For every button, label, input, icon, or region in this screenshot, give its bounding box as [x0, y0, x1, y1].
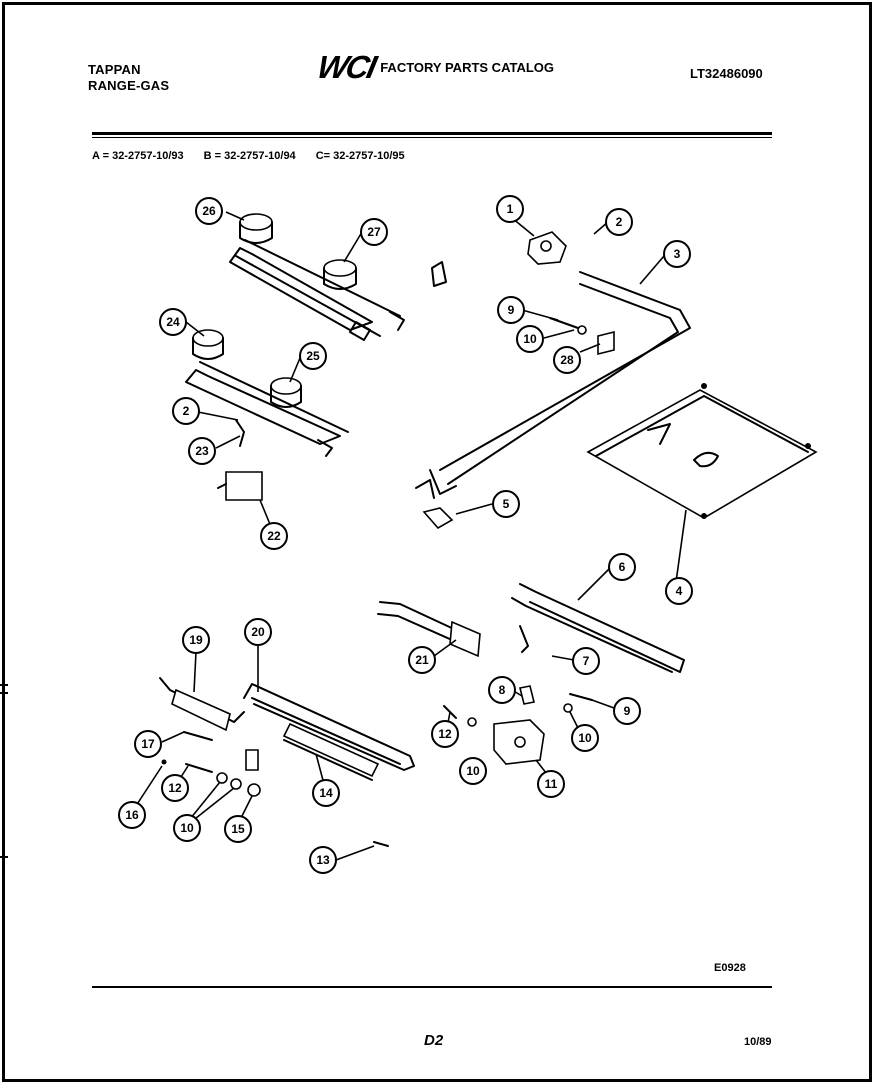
model-number: LT32486090: [690, 66, 763, 81]
callout-22: 22: [260, 522, 288, 550]
callout-14: 14: [312, 779, 340, 807]
svg-text:14: 14: [319, 786, 333, 800]
svg-text:17: 17: [141, 737, 155, 751]
version-codes: A = 32-2757-10/93 B = 32-2757-10/94 C= 3…: [92, 150, 405, 162]
brand-block: TAPPAN RANGE-GAS: [88, 62, 169, 94]
header-rule-thin: [92, 137, 772, 138]
header-rule: [92, 132, 772, 135]
svg-text:12: 12: [168, 781, 182, 795]
product-name: RANGE-GAS: [88, 78, 170, 93]
svg-text:5: 5: [503, 497, 510, 511]
callout-5: 5: [492, 490, 520, 518]
small-clip: [431, 261, 447, 287]
callout-10a: 10: [516, 325, 544, 353]
callout-12a: 12: [431, 720, 459, 748]
svg-text:8: 8: [499, 683, 506, 697]
footer-rule: [92, 986, 772, 988]
svg-text:7: 7: [583, 654, 590, 668]
svg-text:10: 10: [523, 332, 537, 346]
catalog-title: FACTORY PARTS CATALOG: [380, 59, 555, 75]
code-a: A = 32-2757-10/93: [92, 150, 184, 162]
svg-text:10: 10: [180, 821, 194, 835]
margin-mark: [0, 684, 8, 686]
callout-25: 25: [299, 342, 327, 370]
svg-text:24: 24: [166, 315, 180, 329]
svg-text:19: 19: [189, 633, 203, 647]
svg-text:1: 1: [507, 202, 514, 216]
svg-text:4: 4: [676, 584, 683, 598]
svg-text:22: 22: [267, 529, 281, 543]
broil-burner-assembly: [159, 677, 415, 781]
callout-8: 8: [488, 676, 516, 704]
margin-mark: [0, 856, 8, 858]
svg-text:23: 23: [195, 444, 209, 458]
callout-20: 20: [244, 618, 272, 646]
callout-23: 23: [188, 437, 216, 465]
code-c: C= 32-2757-10/95: [315, 150, 405, 162]
callout-3: 3: [663, 240, 691, 268]
manifold-assembly: [415, 231, 691, 499]
svg-text:28: 28: [560, 353, 574, 367]
svg-text:27: 27: [367, 225, 381, 239]
callout-19: 19: [182, 626, 210, 654]
svg-text:11: 11: [545, 777, 558, 791]
figure-code: E0928: [714, 962, 746, 974]
callout-2a: 2: [605, 208, 633, 236]
rear-burner-assembly: [229, 213, 405, 341]
burner-box: [586, 383, 818, 519]
leader-lines: [131, 211, 687, 861]
callout-2b: 2: [172, 397, 200, 425]
callout-1: 1: [496, 195, 524, 223]
svg-text:25: 25: [306, 349, 320, 363]
svg-text:10: 10: [466, 764, 480, 778]
callout-9b: 9: [613, 697, 641, 725]
svg-text:9: 9: [624, 704, 631, 718]
callout-10d: 10: [173, 814, 201, 842]
callout-17: 17: [134, 730, 162, 758]
callout-10b: 10: [571, 724, 599, 752]
svg-text:2: 2: [183, 404, 190, 418]
callout-24: 24: [159, 308, 187, 336]
catalog-date: 10/89: [744, 1036, 772, 1048]
hardware-lower-left: [161, 759, 261, 797]
margin-mark: [0, 692, 8, 694]
code-b: B = 32-2757-10/94: [203, 150, 296, 162]
svg-text:15: 15: [231, 822, 245, 836]
svg-text:2: 2: [616, 215, 623, 229]
callout-4: 4: [665, 577, 693, 605]
svg-text:10: 10: [578, 731, 592, 745]
callout-15: 15: [224, 815, 252, 843]
brand-name: TAPPAN: [88, 62, 141, 77]
callout-26: 26: [195, 197, 223, 225]
callout-16: 16: [118, 801, 146, 829]
svg-text:3: 3: [674, 247, 681, 261]
svg-text:13: 13: [316, 853, 330, 867]
callout-10c: 10: [459, 757, 487, 785]
callout-6: 6: [608, 553, 636, 581]
svg-text:9: 9: [508, 303, 515, 317]
svg-text:26: 26: [202, 204, 216, 218]
svg-text:6: 6: [619, 560, 626, 574]
catalog-header: WCI FACTORY PARTS CATALOG: [314, 49, 555, 85]
svg-text:21: 21: [415, 653, 429, 667]
callout-12b: 12: [161, 774, 189, 802]
svg-text:20: 20: [251, 625, 265, 639]
callout-28: 28: [553, 346, 581, 374]
lower-manifold: [377, 583, 685, 673]
screw-13: [373, 841, 389, 847]
clip-5: [422, 507, 454, 530]
svg-text:16: 16: [125, 808, 139, 822]
callout-9a: 9: [497, 296, 525, 324]
callout-11: 11: [537, 770, 565, 798]
callout-27: 27: [360, 218, 388, 246]
callout-13: 13: [309, 846, 337, 874]
callout-7: 7: [572, 647, 600, 675]
page-number: D2: [424, 1032, 444, 1049]
svg-text:12: 12: [438, 727, 452, 741]
callout-21: 21: [408, 646, 436, 674]
valve-assembly-lower: [443, 685, 593, 765]
bracket-assembly: [217, 419, 263, 501]
